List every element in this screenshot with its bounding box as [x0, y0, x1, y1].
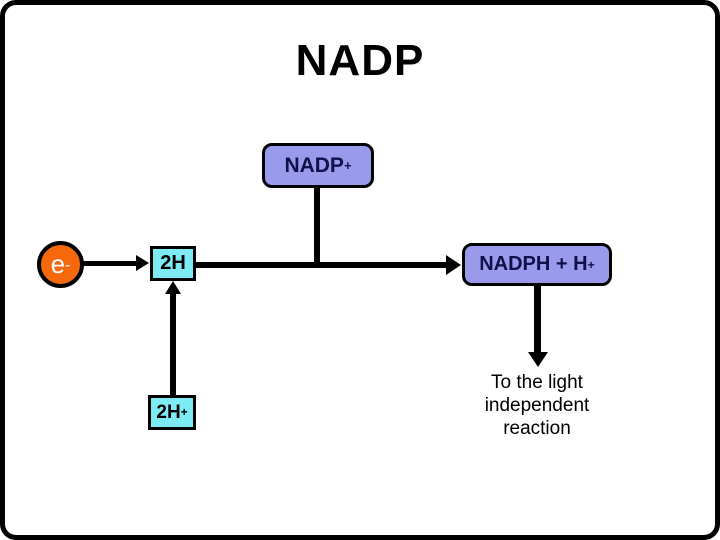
note-line-3: reaction: [503, 418, 571, 439]
nadph-box: NADPH + H+: [462, 243, 612, 286]
note-line-2: independent: [484, 395, 590, 416]
arrowhead-electron-to-h2: [136, 255, 149, 271]
connector-h2plus-to-h2: [170, 292, 176, 395]
electron-label: e: [50, 249, 66, 279]
connector-nadph-down: [534, 286, 541, 352]
arrowhead-h2plus-to-h2: [165, 281, 181, 294]
h2-plus-box: 2H+: [148, 395, 196, 430]
electron-circle: e-: [37, 241, 84, 288]
h2-box: 2H: [150, 246, 196, 281]
h2-label: 2H: [160, 252, 186, 274]
h2-plus-label: 2H: [156, 401, 181, 423]
connector-h2-to-nadph: [196, 262, 448, 268]
nadph-label: NADPH + H: [479, 253, 588, 275]
light-independent-note: To the light independent reaction: [447, 371, 627, 440]
nadp-plus-box: NADP+: [262, 143, 374, 188]
slide-title: NADP: [295, 36, 425, 85]
nadp-plus-label: NADP: [284, 153, 344, 177]
arrowhead-h2-to-nadph: [446, 255, 461, 275]
note-line-1: To the light: [491, 372, 583, 393]
connector-electron-to-h2: [82, 261, 138, 266]
arrowhead-nadph-down: [528, 352, 548, 367]
connector-nadp-plus-down: [314, 188, 320, 266]
